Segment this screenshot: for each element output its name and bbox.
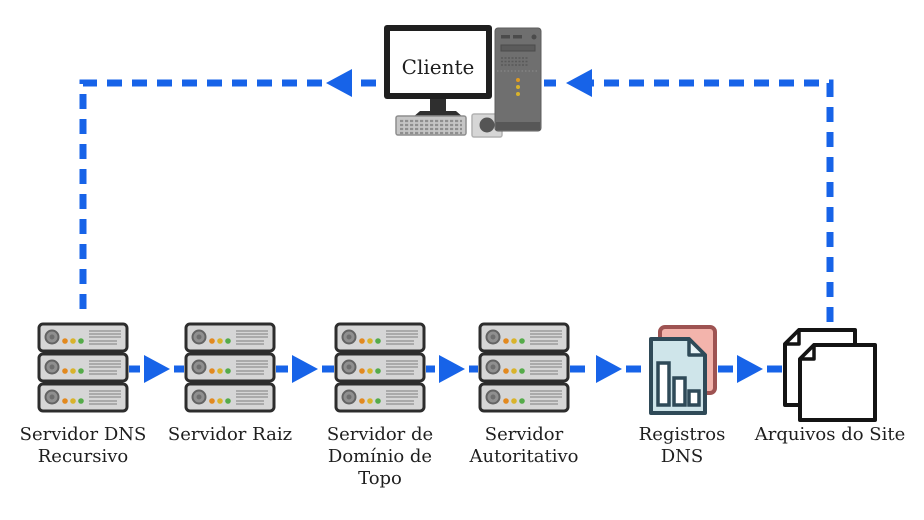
node-arquivos-do-site (783, 325, 877, 422)
node-servidor-autoritativo (478, 322, 570, 414)
node-servidor-raiz (184, 322, 276, 414)
arrow-files-to-client-seg1 (592, 79, 834, 322)
server-stack-icon (334, 322, 426, 414)
arrowhead-tld-to-authoritative (439, 355, 465, 383)
label-servidor-dns-recursivo: Servidor DNS Recursivo (19, 424, 147, 467)
monitor-screen (390, 31, 486, 93)
tower-vents (501, 57, 528, 66)
arrowhead-files-to-client (566, 69, 592, 97)
node-cliente: Cliente (378, 18, 548, 143)
client-label: Cliente (401, 55, 475, 79)
tower-drive-slot (500, 44, 536, 52)
tower-power-button (531, 34, 537, 40)
label-servidor-raiz: Servidor Raiz (167, 424, 293, 445)
keyboard-keys (400, 119, 462, 135)
arrowhead-root-to-tld (292, 355, 318, 383)
arrowhead-authoritative-to-records (596, 355, 622, 383)
label-servidor-autoritativo: Servidor Autoritativo (469, 424, 579, 467)
monitor-stand-neck (430, 99, 446, 112)
tower-base (496, 122, 540, 130)
label-arquivos-do-site: Arquivos do Site (754, 424, 906, 445)
server-stack-icon (37, 322, 129, 414)
dns-records-icon (645, 325, 723, 417)
arrow-client-to-recursive-seg2 (79, 79, 322, 318)
server-stack-icon (184, 322, 276, 414)
mouse-icon (479, 117, 495, 133)
label-registros-dns: Registros DNS (638, 424, 726, 467)
node-servidor-dns-recursivo (37, 322, 129, 414)
site-files-icon (783, 325, 877, 422)
arrowhead-client-to-recursive (326, 69, 352, 97)
node-servidor-dominio-de-topo (334, 322, 426, 414)
arrowhead-records-to-files (737, 355, 763, 383)
node-registros-dns (645, 325, 723, 417)
client-computer-icon (384, 25, 542, 138)
arrowhead-recursive-to-root (144, 355, 170, 383)
server-stack-icon (478, 322, 570, 414)
label-servidor-dominio-de-topo: Servidor de Domínio de Topo (326, 424, 434, 489)
